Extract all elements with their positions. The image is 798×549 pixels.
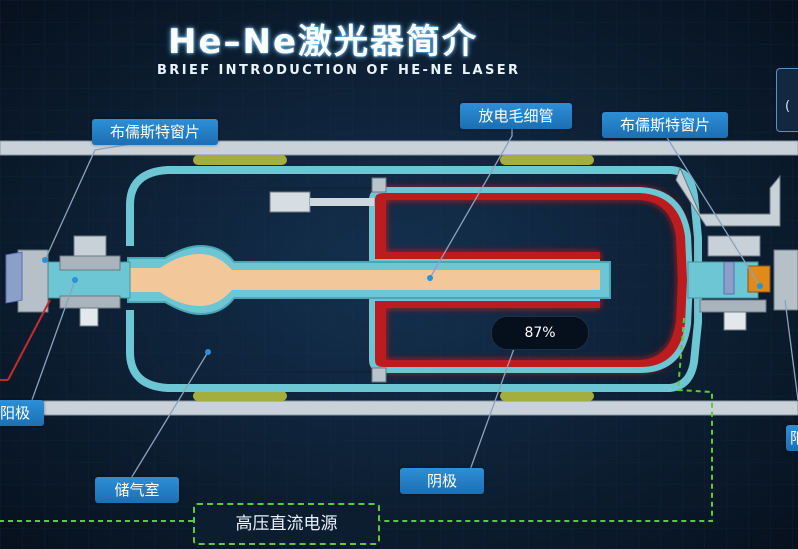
right-bracket	[773, 249, 798, 311]
cathode-glow	[374, 188, 691, 372]
brewster-window-left	[5, 251, 23, 304]
cathode-post	[371, 367, 387, 383]
getter-stem	[310, 198, 374, 206]
support-pad	[193, 391, 287, 401]
support-pad	[193, 155, 287, 165]
power-wire	[0, 317, 713, 522]
right-clamp	[707, 235, 761, 257]
leader-dot	[42, 257, 48, 263]
right-upper-fixture	[675, 166, 781, 227]
brewster-window-right	[723, 261, 735, 295]
right-end-tube	[687, 261, 759, 299]
support-pad	[500, 391, 594, 401]
high-voltage-dc-supply: 高压直流电源	[193, 503, 380, 545]
leader-dot	[205, 349, 211, 355]
page-title: He–Ne激光器简介	[168, 22, 479, 62]
left-screw	[79, 307, 99, 327]
output-mirror	[747, 265, 771, 293]
page-subtitle: BRIEF INTRODUCTION OF HE-NE LASER	[157, 63, 521, 78]
label-right-edge-partial: 阳	[786, 425, 798, 451]
right-edge-glyph: (	[785, 99, 791, 114]
cathode-post	[371, 177, 387, 193]
right-edge-panel: (	[776, 68, 798, 132]
label-brewster-window-left: 布儒斯特窗片	[92, 119, 218, 145]
label-anode-partial: 阳极	[0, 400, 44, 426]
plasma-core	[60, 254, 600, 306]
anode-wire	[7, 299, 51, 381]
lower-rail	[0, 400, 798, 416]
leader-dot	[427, 275, 433, 281]
left-clamp	[73, 235, 107, 257]
leader-dot	[757, 283, 763, 289]
loading-progress-indicator: 87%	[491, 316, 589, 350]
label-capillary: 放电毛细管	[460, 103, 572, 129]
label-brewster-window-right: 布儒斯特窗片	[602, 112, 728, 138]
getter-pin	[269, 191, 311, 213]
label-gas-reservoir: 储气室	[95, 477, 179, 503]
support-pad	[500, 155, 594, 165]
label-cathode: 阴极	[400, 468, 484, 494]
label-anode-text: 阳极	[0, 404, 30, 422]
leader-dot	[72, 277, 78, 283]
right-clamp-body	[699, 299, 767, 313]
left-clamp-body	[59, 255, 121, 271]
right-screw	[723, 311, 747, 331]
